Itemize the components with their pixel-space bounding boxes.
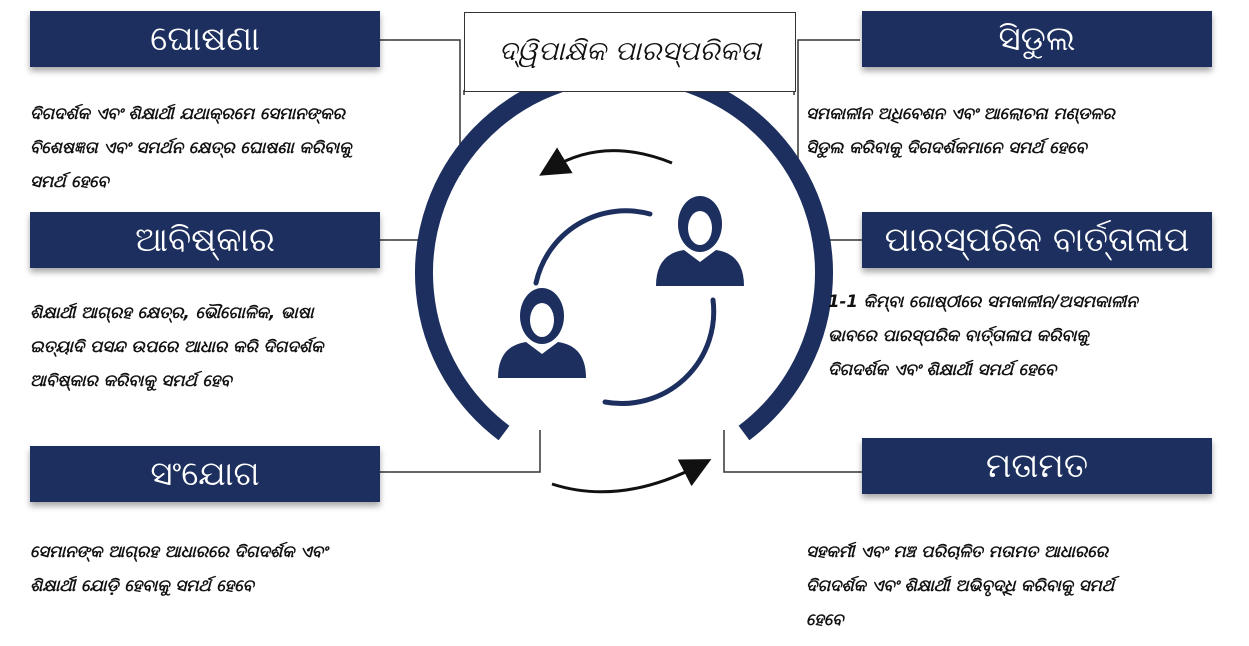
heading-connect: ସଂଯୋଗ — [30, 446, 380, 502]
description-line: ଦିଗଦର୍ଶକ ଏବଂ ଶିକ୍ଷାର୍ଥୀ ଅଭିବୃଦ୍ଧି କରିବାକ… — [806, 576, 1115, 595]
connector-line-announce — [380, 39, 461, 175]
description-line: ଆବିଷ୍କାର କରିବାକୁ ସମର୍ଥ ହେବ — [30, 371, 232, 390]
person-icon — [498, 288, 586, 378]
description-line: ସିଡୁଲ କରିବାକୁ ଦିଗଦର୍ଶକମାନେ ସମର୍ଥ ହେବେ — [806, 138, 1087, 157]
description-line: ଦିଗଦର୍ଶକ ଏବଂ ଶିକ୍ଷାର୍ଥୀ ଯଥାକ୍ରମେ ସେମାନଙ୍… — [30, 104, 345, 123]
description-line: ଦିଗଦର୍ଶକ ଏବଂ ଶିକ୍ଷାର୍ଥୀ ସମର୍ଥ ହେବେ — [828, 360, 1057, 379]
heading-schedule: ସିଡୁଲ — [862, 11, 1212, 67]
description-line: ଶିକ୍ଷାର୍ଥୀ ଆଗ୍ରହ କ୍ଷେତ୍ର, ଭୌଗୋଳିକ, ଭାଷା — [30, 303, 314, 322]
heading-feedback: ମତାମତ — [862, 438, 1212, 494]
description-line: ବିଶେଷଜ୍ଞତା ଏବଂ ସମର୍ଥନ କ୍ଷେତ୍ର ଘୋଷଣା କରିବ… — [30, 138, 352, 157]
connector-line-schedule — [797, 39, 860, 175]
curved-arrow-bottom — [551, 459, 712, 494]
heading-interaction: ପାରସ୍ପରିକ ବାର୍ତ୍ତାଳାପ — [862, 212, 1212, 268]
description-line: ସେମାନଙ୍କ ଆଗ୍ରହ ଆଧାରରେ ଦିଗଦର୍ଶକ ଏବଂ — [30, 542, 328, 561]
description-line: ହେବେ — [806, 610, 844, 629]
description-line: ଭାବରେ ପାରସ୍ପରିକ ବାର୍ତ୍ତାଳାପ କରିବାକୁ — [828, 326, 1089, 345]
diagram-title: ଦ୍ୱିପାକ୍ଷିକ ପାରସ୍ପରିକତା — [464, 12, 796, 92]
description-line: ସମର୍ଥ ହେବେ — [30, 172, 109, 191]
inner-arc-bottom — [602, 297, 717, 407]
curved-arrow-top — [539, 147, 673, 176]
main-arc — [415, 64, 833, 441]
heading-discover: ଆବିଷ୍କାର — [30, 212, 380, 268]
connector-line-feedback — [723, 430, 862, 473]
heading-announce: ଘୋଷଣା — [30, 11, 380, 67]
description-line: 1-1 କିମ୍ବା ଗୋଷ୍ଠୀରେ ସମକାଳୀନ/ଅସମକାଳୀନ — [828, 292, 1138, 311]
connector-line-connect — [380, 430, 541, 473]
inner-arc-top — [533, 208, 653, 286]
description-line: ଶିକ୍ଷାର୍ଥୀ ଯୋଡ଼ି ହେବାକୁ ସମର୍ଥ ହେବେ — [30, 576, 254, 595]
description-line: ସମକାଳୀନ ଅଧିବେଶନ ଏବଂ ଆଲୋଚନା ମଣ୍ଡଳର — [806, 104, 1115, 123]
description-line: ଇତ୍ୟାଦି ପସନ୍ଦ ଉପରେ ଆଧାର କରି ଦିଗଦର୍ଶକ — [30, 337, 324, 356]
connector-lines — [380, 39, 862, 473]
description-line: ସହକର୍ମୀ ଏବଂ ମଞ୍ଚ ପରିଚାଳିତ ମତାମତ ଆଧାରରେ — [806, 542, 1109, 561]
person-icon — [656, 196, 744, 286]
